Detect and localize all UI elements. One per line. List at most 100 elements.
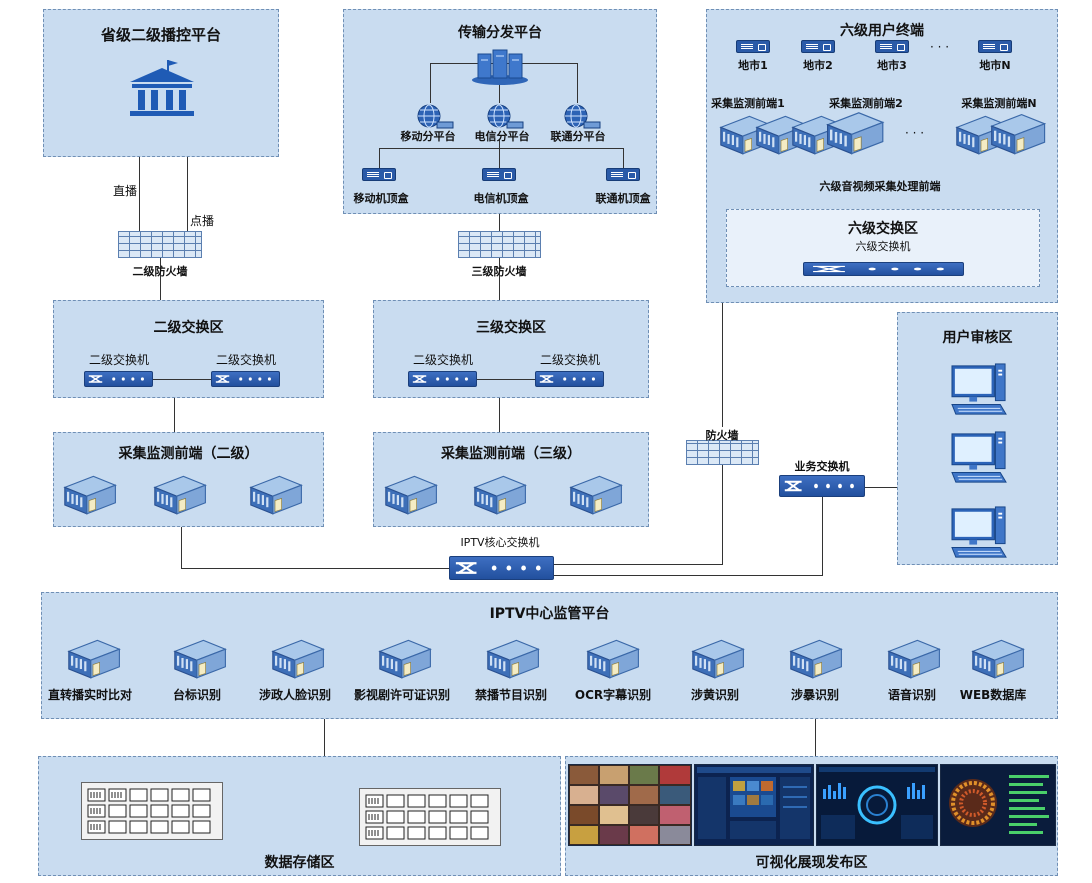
level2-switch-icon: [84, 371, 153, 387]
firewall-level2: [118, 231, 202, 258]
line-collect2-core-h: [181, 568, 451, 569]
center-title: IPTV中心监管平台: [489, 606, 610, 622]
video-wall-screen: [568, 764, 692, 846]
level6-caption: 六级音视频采集处理前端: [819, 180, 941, 193]
level6-switch-zone-title: 六级交换区: [848, 221, 918, 237]
collect2-server-icon: [150, 472, 208, 516]
disk-array-icon: [365, 794, 489, 840]
center-server-icon: [170, 636, 228, 680]
center-item-label: 涉暴识别: [790, 688, 840, 702]
level6-switch-label: 六级交换机: [855, 240, 911, 253]
city-label: 地市1: [738, 59, 768, 72]
firewall-level3-label: 三级防火墙: [471, 265, 527, 278]
center-server-icon: [64, 636, 122, 680]
sub-platform-label: 移动分平台: [400, 130, 456, 143]
biz-switch-label: 业务交换机: [794, 460, 850, 473]
level6-switch-icon: [803, 262, 964, 276]
line-live: [139, 157, 140, 231]
review-title: 用户审核区: [942, 330, 1013, 346]
line-l3-switches: [476, 379, 535, 380]
review-pc-icon: [949, 430, 1009, 486]
switch-label: 二级交换机: [412, 353, 474, 367]
level6-front-label: 采集监测前端1: [711, 97, 785, 110]
transmission-title: 传输分发平台: [458, 25, 542, 41]
line-l3-collect: [499, 398, 500, 432]
provincial-title: 省级二级播控平台: [100, 26, 221, 44]
line-collect2-core-v: [181, 527, 182, 568]
government-building-icon: [130, 60, 194, 116]
level2-switch-icon: [211, 371, 280, 387]
line-fw-core-v: [722, 465, 723, 565]
visual-title: 可视化展现发布区: [755, 855, 868, 871]
line-l2-collect: [174, 398, 175, 432]
city-label: 地市3: [877, 59, 907, 72]
center-item-label: 直转播实时比对: [47, 688, 133, 702]
storage-title: 数据存储区: [264, 855, 335, 871]
core-switch-label: IPTV核心交换机: [460, 536, 540, 549]
firewall-level2-label: 二级防火墙: [132, 265, 188, 278]
center-item-label: 禁播节目识别: [474, 688, 548, 702]
center-item-label: 涉黄识别: [690, 688, 740, 702]
collect3-server-icon: [381, 472, 439, 516]
level3-switch-icon: [535, 371, 604, 387]
trans-stb-m: [499, 140, 500, 168]
level6-front-label: 采集监测前端N: [961, 97, 1037, 110]
collect2-server-icon: [60, 472, 118, 516]
telecom-stb-icon: [482, 168, 516, 181]
firewall-level3: [458, 231, 541, 258]
firewall-label: 防火墙: [705, 429, 739, 442]
city-label: 地市N: [979, 59, 1011, 72]
collect3-title: 采集监测前端（三级）: [441, 446, 581, 462]
vod-label: 点播: [190, 214, 215, 228]
center-server-icon: [583, 636, 641, 680]
center-server-icon: [688, 636, 746, 680]
collect3-server-icon: [470, 472, 528, 516]
center-server-icon: [268, 636, 326, 680]
disk-array-icon: [87, 788, 211, 834]
line-biz-core-v: [822, 497, 823, 575]
firewall: [686, 440, 759, 465]
analytics-screen: [816, 764, 938, 846]
center-item-label: 语音识别: [887, 688, 937, 702]
city-terminal-icon: [875, 40, 909, 53]
core-switch-icon: [449, 556, 554, 580]
level6-title: 六级用户终端: [840, 23, 924, 39]
center-server-icon: [968, 636, 1026, 680]
stb-label: 联通机顶盒: [595, 192, 651, 205]
review-pc-icon: [949, 362, 1009, 418]
trans-line-left: [430, 63, 431, 103]
stb-label: 移动机顶盒: [353, 192, 409, 205]
switch-label: 二级交换机: [215, 353, 277, 367]
dashboard-screen: [694, 764, 814, 846]
provincial-zone: 省级二级播控平台: [43, 9, 279, 157]
center-server-icon: [483, 636, 541, 680]
center-server-icon: [786, 636, 844, 680]
center-item-label: 涉政人脸识别: [258, 688, 332, 702]
live-label: 直播: [113, 184, 138, 198]
line-biz-core-h: [554, 575, 823, 576]
line-center-storage: [324, 719, 325, 756]
sub-platform-label: 电信分平台: [474, 130, 530, 143]
line-biz-review: [865, 487, 897, 488]
switch-label: 二级交换机: [88, 353, 150, 367]
level2-switch-zone-title: 二级交换区: [153, 320, 224, 336]
level3-switch-zone-title: 三级交换区: [476, 320, 546, 336]
sub-platform-label: 联通分平台: [550, 130, 606, 143]
center-server-icon: [884, 636, 942, 680]
city-terminal-icon: [736, 40, 770, 53]
line-vod: [187, 157, 188, 231]
line-fw3-down: [499, 258, 500, 300]
city-terminal-icon: [978, 40, 1012, 53]
center-item-label: OCR字幕识别: [574, 688, 652, 702]
unicom-stb-icon: [606, 168, 640, 181]
collect3-server-icon: [566, 472, 624, 516]
front-dots: · · ·: [905, 126, 925, 140]
center-item-label: WEB数据库: [959, 688, 1027, 702]
storage-array-icon: [81, 782, 223, 840]
line-fw2-down: [160, 258, 161, 300]
center-item-label: 台标识别: [172, 688, 222, 702]
trans-line-right: [577, 63, 578, 103]
level6-server-icon: [822, 108, 886, 156]
review-pc-icon: [949, 505, 1009, 561]
biz-switch-icon: [779, 475, 865, 497]
